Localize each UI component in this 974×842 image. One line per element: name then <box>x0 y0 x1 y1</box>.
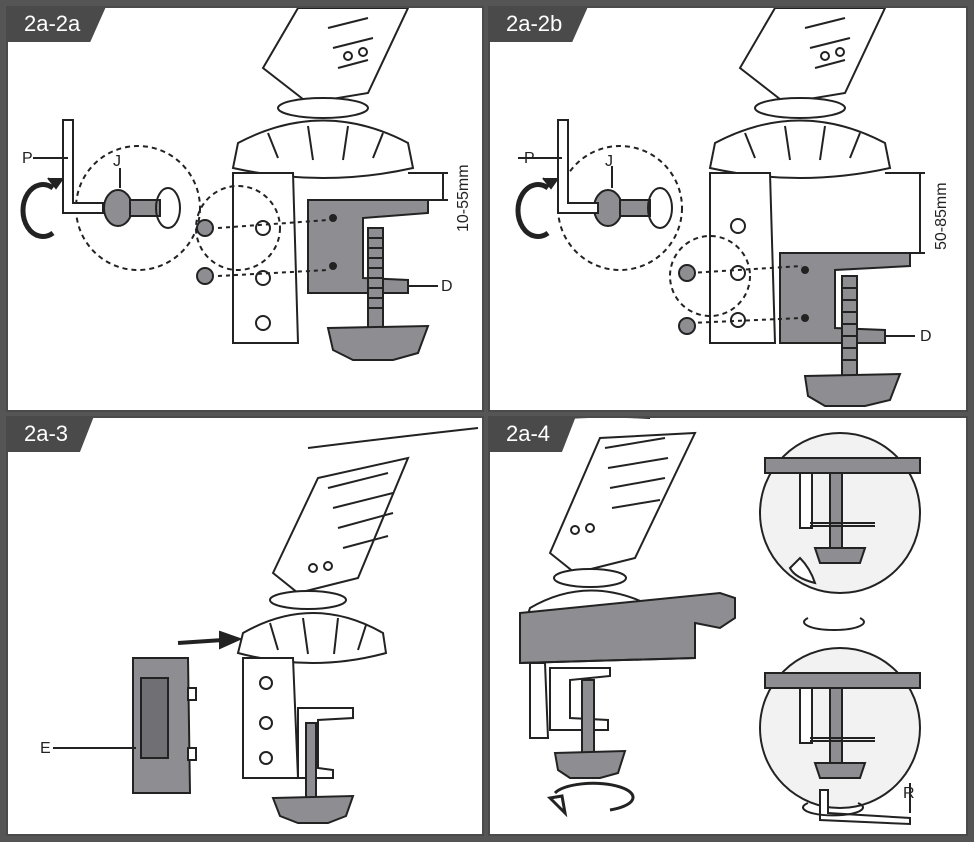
range-label: 50-85mm <box>933 182 950 250</box>
detail-circle <box>75 145 201 271</box>
clamp-knob <box>271 794 355 824</box>
panel-2a-2b: P J D 50-85mm 2a-2b <box>488 6 968 412</box>
detail-circle <box>669 235 751 317</box>
panel-2a-2a: P J D 10-55mm 2a-2a <box>6 6 484 412</box>
label-e: E <box>40 740 51 757</box>
label-p: P <box>524 150 535 167</box>
hex-key <box>557 119 599 214</box>
clamp-screw <box>841 275 858 379</box>
panel-2a-4-illustration: R <box>499 418 921 826</box>
label-p: P <box>22 150 33 167</box>
range-label: 10-55mm <box>455 164 472 232</box>
mounting-plate <box>232 172 300 344</box>
arm-segment <box>548 431 697 575</box>
step-tab: 2a-2b <box>490 8 589 42</box>
arm-segment <box>738 8 887 105</box>
clamp-screw <box>581 679 595 759</box>
panel-2a-2b-illustration: P J D 50-85mm <box>515 8 950 407</box>
label-d: D <box>920 328 932 345</box>
monitor-base <box>231 119 415 179</box>
detail-circle <box>557 145 683 271</box>
detail-circle <box>195 185 281 271</box>
step-tab: 2a-3 <box>8 418 95 452</box>
panel-2a-3-illustration: E <box>40 427 479 824</box>
panel-2a-2a-illustration: P J D 10-55mm <box>20 8 472 361</box>
clamp-knob <box>326 324 430 361</box>
hex-key <box>62 119 104 214</box>
step-tab: 2a-2a <box>8 8 107 42</box>
clamp-screw <box>305 722 317 799</box>
label-j: J <box>605 153 613 170</box>
mounting-plate <box>709 172 777 344</box>
clamp-bracket <box>779 252 911 344</box>
clamp-bracket <box>549 667 611 731</box>
monitor-base <box>708 119 892 179</box>
monitor-base <box>236 612 388 664</box>
step-tab: 2a-4 <box>490 418 577 452</box>
label-j: J <box>113 153 121 170</box>
arm-segment <box>271 456 410 595</box>
panel-2a-3: E 2a-3 <box>6 416 484 836</box>
arm-segment <box>261 8 410 105</box>
clamp-knob <box>553 749 627 779</box>
label-r: R <box>903 785 915 802</box>
mounting-plate <box>529 662 550 739</box>
clamp-knob <box>803 372 902 407</box>
label-d: D <box>441 278 453 295</box>
clamp-bracket <box>307 199 429 294</box>
panel-2a-4: R 2a-4 <box>488 416 968 836</box>
